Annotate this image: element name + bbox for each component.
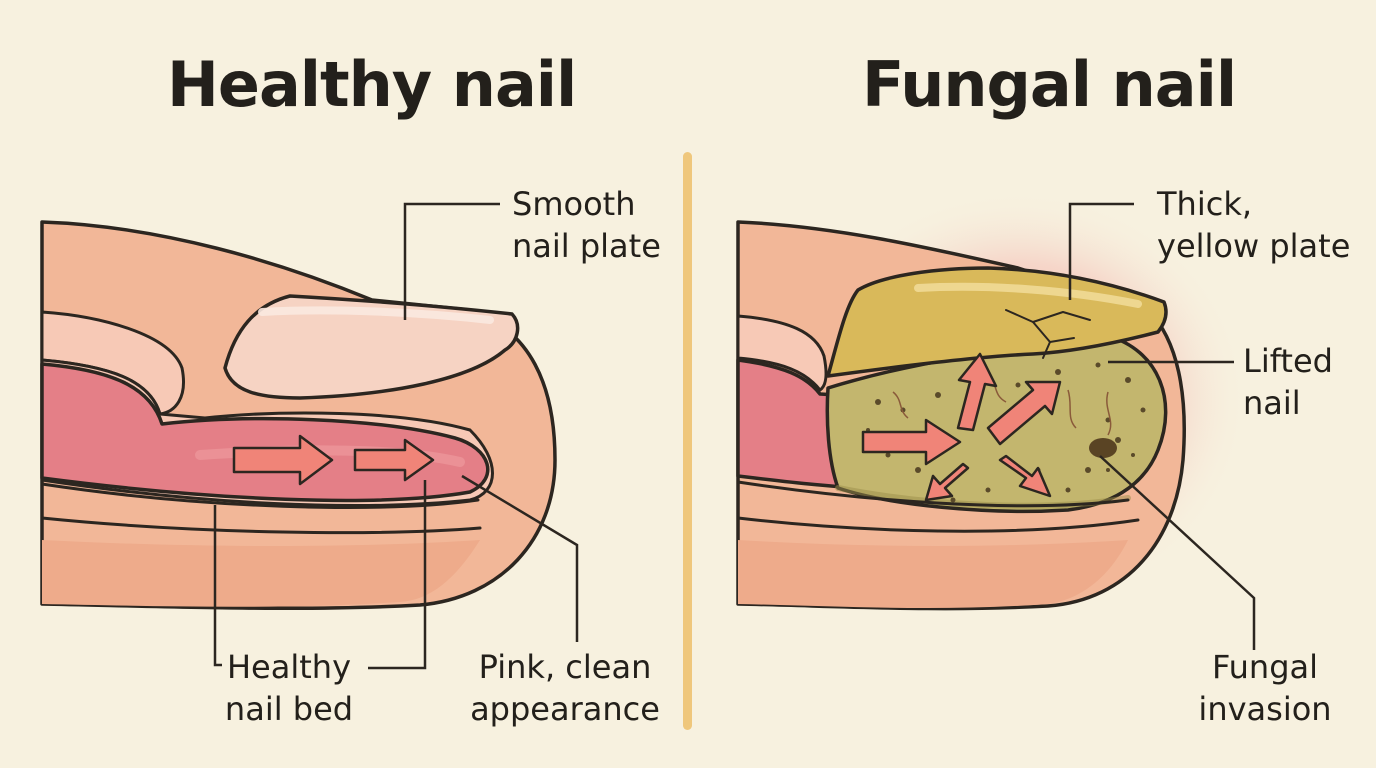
smooth-nail-plate-label: Smooth nail plate — [512, 185, 661, 265]
fungal-nail-diagram — [736, 190, 1256, 650]
fungal-leader-lines — [1068, 202, 1256, 650]
lifted-nail-label: Lifted nail — [1243, 342, 1333, 422]
healthy-nail-bed-label: Healthy nail bed — [224, 648, 354, 728]
panel-divider — [683, 152, 692, 730]
right-arrow-icon — [232, 434, 334, 486]
healthy-leader-lines — [213, 202, 579, 670]
blood-flow-arrows — [232, 434, 435, 486]
fungal-nail-title: Fungal nail — [862, 48, 1237, 121]
thick-yellow-plate-label: Thick, yellow plate — [1157, 185, 1351, 265]
right-arrow-icon — [353, 438, 435, 482]
fungal-invasion-label: Fungal invasion — [1198, 648, 1332, 728]
healthy-nail-title: Healthy nail — [167, 48, 577, 121]
radiating-arrows-icon — [861, 352, 1062, 502]
cuticle-fold — [736, 314, 828, 392]
healthy-finger — [40, 220, 557, 611]
crack-icon — [1005, 309, 1091, 359]
healthy-nail-diagram — [40, 202, 579, 670]
healthy-nail-plate — [223, 294, 520, 400]
pink-clean-appearance-label: Pink, clean appearance — [470, 648, 660, 728]
